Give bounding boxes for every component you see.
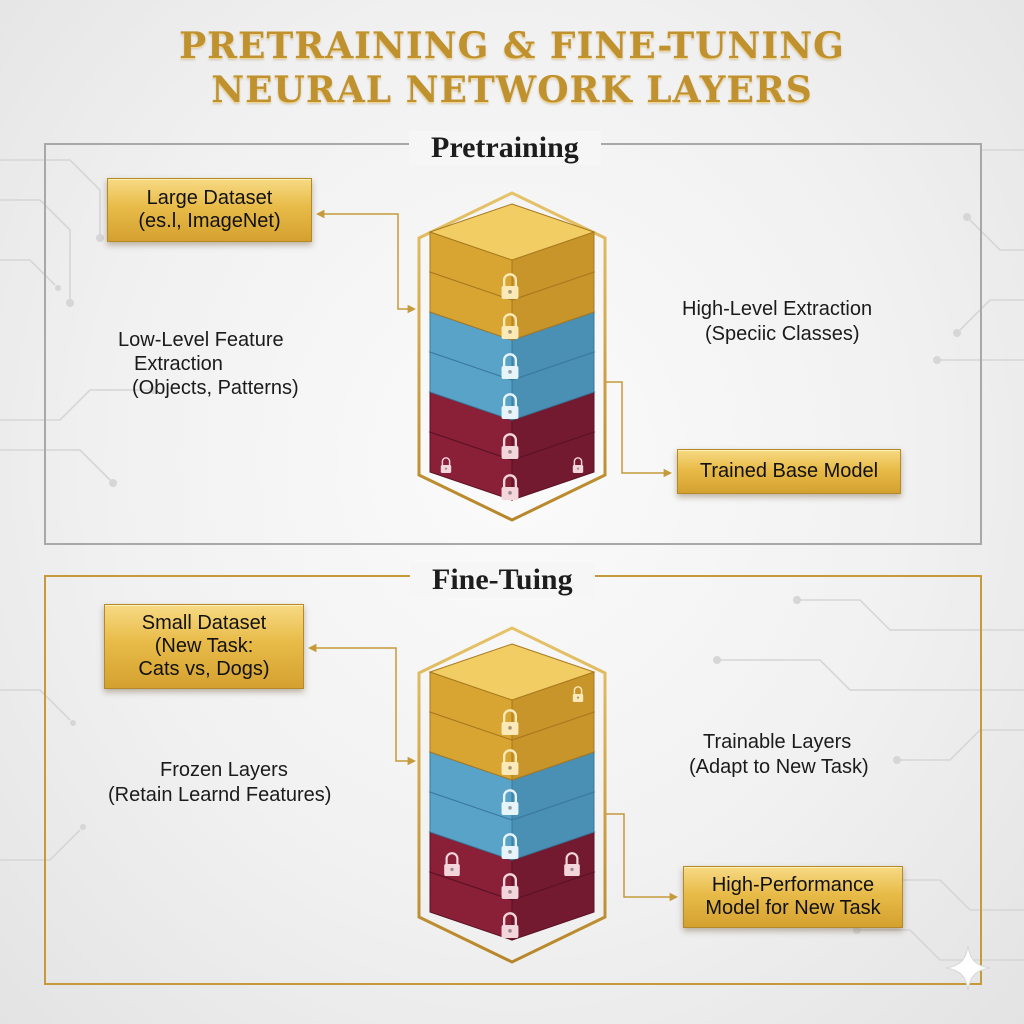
trained-base-model-box: Trained Base Model xyxy=(677,449,901,494)
connector-arrowheads xyxy=(308,209,678,902)
small-dataset-box-line-3: Cats vs, Dogs) xyxy=(138,658,270,680)
large-dataset-box-line-2: (es.l, ImageNet) xyxy=(138,210,281,232)
sparkle-icon xyxy=(945,945,991,991)
high-performance-box-line-2: Model for New Task xyxy=(705,897,881,919)
lock-icon xyxy=(440,457,452,473)
dataset-to-stack-line xyxy=(318,213,412,310)
lock-icon xyxy=(444,852,460,876)
high-performance-arrowhead xyxy=(669,892,678,902)
lock-icon xyxy=(501,749,519,775)
frozen-layers-label-line-1: Frozen Layers xyxy=(160,759,288,781)
lock-icon xyxy=(501,912,519,938)
small-dataset-to-stack-line xyxy=(310,647,412,762)
main-title-line-2: NEURAL NETWORK LAYERS xyxy=(211,69,813,111)
stack-input-arrowhead xyxy=(407,304,416,314)
small-dataset-box-line-2: (New Task: xyxy=(154,635,254,657)
low-level-label-line-1: Low-Level Feature xyxy=(118,329,284,351)
small-dataset-box: Small Dataset (New Task: Cats vs, Dogs) xyxy=(104,604,304,689)
dataset-arrowhead xyxy=(316,209,325,219)
trained-model-arrowhead xyxy=(663,468,672,478)
small-dataset-box-line-1: Small Dataset xyxy=(141,612,267,634)
pretraining-stack-frame xyxy=(417,191,607,522)
lock-icon xyxy=(572,686,584,702)
low-level-label-line-2: Extraction xyxy=(134,353,223,375)
lock-icon xyxy=(501,273,519,299)
lock-icon xyxy=(501,393,519,419)
lock-icon xyxy=(501,433,519,459)
lock-icon xyxy=(501,353,519,379)
stack-to-trained-model-line xyxy=(606,381,668,474)
high-performance-model-box: High-Performance Model for New Task xyxy=(683,866,903,928)
pretraining-heading: Pretraining xyxy=(409,131,601,165)
finetuning-layer-stack xyxy=(417,626,607,964)
trained-base-model-label: Trained Base Model xyxy=(699,460,879,482)
pretraining-layer-stack xyxy=(417,191,607,522)
main-title-line-1: PRETRAINING & FINE-TUNING xyxy=(179,25,845,67)
large-dataset-box-line-1: Large Dataset xyxy=(146,187,273,209)
ft-stack-input-arrowhead xyxy=(407,756,416,766)
pretraining-layer-1-gold xyxy=(428,203,596,301)
finetuning-heading: Fine-Tuing xyxy=(410,563,595,597)
lock-icon xyxy=(501,709,519,735)
lock-icon xyxy=(501,474,519,500)
finetuning-layer-1-gold xyxy=(428,643,596,741)
lock-icon xyxy=(501,789,519,815)
high-performance-box-line-1: High-Performance xyxy=(711,874,875,896)
high-level-label-line-2: (Speciic Classes) xyxy=(705,323,860,345)
lock-icon xyxy=(501,313,519,339)
lock-icon xyxy=(572,457,584,473)
frozen-layers-label-line-2: (Retain Learnd Features) xyxy=(108,784,332,806)
lock-icon xyxy=(501,873,519,899)
stack-to-high-performance-line xyxy=(606,813,674,898)
large-dataset-box: Large Dataset (es.l, ImageNet) xyxy=(107,178,312,242)
trainable-layers-label-line-2: (Adapt to New Task) xyxy=(689,756,869,778)
connector-lines xyxy=(310,213,674,898)
high-level-label-line-1: High-Level Extraction xyxy=(682,298,873,320)
lock-icon xyxy=(501,833,519,859)
finetuning-stack-frame xyxy=(417,626,607,964)
trainable-layers-label-line-1: Trainable Layers xyxy=(703,731,852,753)
low-level-label-line-3: (Objects, Patterns) xyxy=(132,377,299,399)
small-dataset-arrowhead xyxy=(308,643,317,653)
lock-icon xyxy=(564,852,580,876)
